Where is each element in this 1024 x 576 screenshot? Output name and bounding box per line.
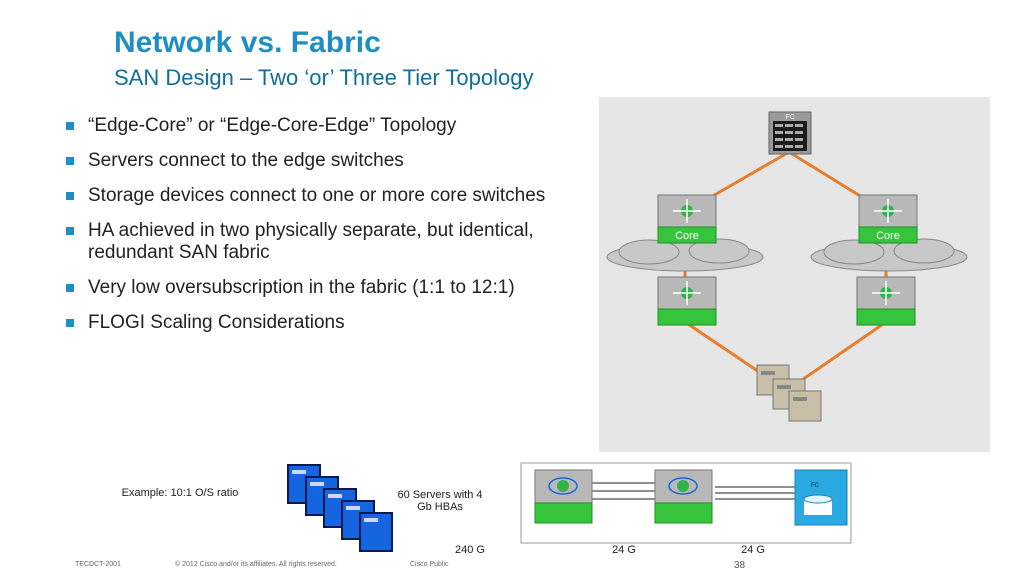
servers-label: 60 Servers with 4 Gb HBAs — [397, 489, 483, 513]
footer-course: TECDCT-2001 — [75, 561, 121, 568]
core-left-label: Core — [675, 230, 699, 242]
bullet-marker-icon — [66, 284, 74, 292]
slide-subtitle: SAN Design – Two ‘or’ Three Tier Topolog… — [114, 65, 534, 90]
link-edge-server-right — [798, 320, 887, 384]
fabric-box — [520, 462, 852, 544]
cloud-right-icon — [810, 238, 968, 272]
topology-diagram: FC Core Core — [599, 97, 990, 452]
slide-title: Network vs. Fabric — [114, 26, 381, 59]
page-number: 38 — [734, 560, 746, 571]
bullet-marker-icon — [66, 157, 74, 165]
server-group-icon — [756, 364, 822, 422]
bw-label-240: 240 G — [455, 544, 485, 556]
bw-label-24-1: 24 G — [612, 544, 636, 556]
edge-switch-right-icon — [856, 276, 916, 326]
bullet-marker-icon — [66, 227, 74, 235]
bullet-item: Storage devices connect to one or more c… — [66, 185, 586, 207]
example-label: Example: 10:1 O/S ratio — [121, 487, 239, 499]
core-switch-left-icon: Core — [657, 194, 717, 244]
oversubscription-diagram: FC — [287, 462, 852, 552]
bullet-item: Servers connect to the edge switches — [66, 150, 586, 172]
bullet-text: Storage devices connect to one or more c… — [88, 185, 546, 206]
footer-classification: Cisco Public — [410, 561, 449, 568]
fc-label: FC — [811, 483, 820, 489]
core-switch-right-icon: Core — [858, 194, 918, 244]
bullet-item: HA achieved in two physically separate, … — [66, 220, 586, 264]
bullet-marker-icon — [66, 319, 74, 327]
bullet-text: Servers connect to the edge switches — [88, 150, 404, 171]
fc-storage-icon: FC — [794, 469, 848, 526]
bullet-item: “Edge-Core” or “Edge-Core-Edge” Topology — [66, 115, 586, 137]
bullet-item: Very low oversubscription in the fabric … — [66, 277, 586, 299]
bullet-text: “Edge-Core” or “Edge-Core-Edge” Topology — [88, 115, 457, 136]
core-right-label: Core — [876, 230, 900, 242]
bullet-item: FLOGI Scaling Considerations — [66, 312, 586, 334]
bullet-text: Very low oversubscription in the fabric … — [88, 277, 515, 298]
storage-array-icon: FC — [768, 111, 812, 155]
bullet-marker-icon — [66, 192, 74, 200]
core-switch-icon — [654, 469, 713, 524]
edge-switch-left-icon — [657, 276, 717, 326]
bullet-list: “Edge-Core” or “Edge-Core-Edge” Topology… — [66, 115, 586, 347]
edge-switch-icon — [534, 469, 593, 524]
server-stack-icon — [287, 464, 393, 552]
cloud-left-icon — [606, 238, 764, 272]
topology-svg: FC Core Core — [606, 111, 968, 422]
bw-label-24-2: 24 G — [741, 544, 765, 556]
bullet-text: HA achieved in two physically separate, … — [88, 220, 534, 263]
footer-copyright: © 2012 Cisco and/or its affiliates. All … — [175, 561, 337, 568]
storage-label: FC — [785, 114, 794, 121]
bullet-marker-icon — [66, 122, 74, 130]
bullet-text: FLOGI Scaling Considerations — [88, 312, 345, 333]
